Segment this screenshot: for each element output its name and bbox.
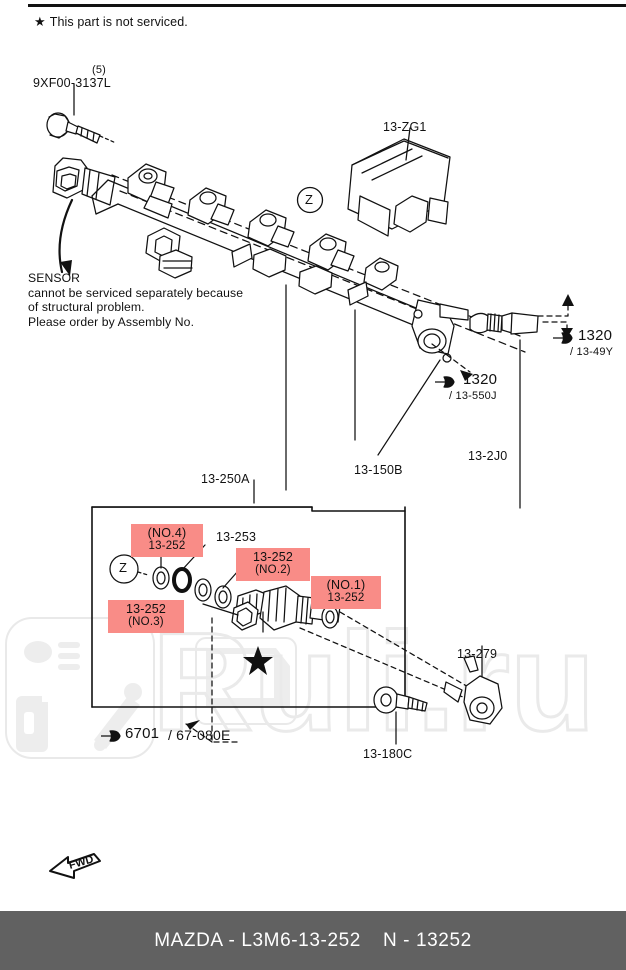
watermark: Ruli.ru	[5, 602, 597, 760]
circle-z-top-ring	[296, 186, 324, 214]
circle-z-top-label: Z	[305, 192, 314, 207]
highlight-no1-note: (NO.1)	[326, 578, 366, 592]
highlight-no1: (NO.1) 13-252	[311, 576, 381, 609]
cover-13-zg1-art	[347, 138, 451, 237]
highlight-no2-note: (NO.2)	[255, 564, 291, 577]
bolt-lower-art	[373, 686, 428, 714]
clip-13-279-art	[443, 655, 503, 725]
sensor-note: SENSOR cannot be serviced separately bec…	[28, 271, 243, 330]
sensor-note-line2: of structural problem.	[28, 300, 145, 315]
clip-inner-part: 13-253	[216, 530, 257, 544]
leader-lines	[73, 83, 521, 745]
highlight-no3-note: (NO.3)	[128, 616, 164, 629]
highlight-no4-note: (NO.4)	[147, 526, 187, 540]
bolt-lower-part: 13-180C	[363, 747, 413, 761]
top-divider	[28, 4, 626, 7]
rail-part: 13-150B	[354, 463, 403, 477]
grommet-right-ref: 1320	[578, 327, 613, 344]
bolt-top-part: 9XF00-3137L	[33, 76, 111, 90]
bolt-top-qty: (5)	[92, 64, 107, 76]
grommet-lower-ref: 1320	[463, 371, 498, 388]
fuel-rail-art	[52, 157, 526, 363]
grommet-right-sub: / 13-49Y	[570, 346, 614, 358]
hand-pointer-icon-lower	[435, 376, 455, 388]
hand-pointer-icon-right	[553, 332, 573, 344]
pipe-part: 13-2J0	[468, 449, 508, 463]
fwd-marker: FWD	[48, 852, 108, 884]
highlight-no4-part: 13-252	[148, 540, 186, 553]
not-serviced-note-text: This part is not serviced.	[49, 15, 188, 29]
oil-ref-sub: / 67-080E	[168, 727, 231, 743]
oil-ref: 6701	[125, 725, 160, 742]
clip-outer-part: 13-279	[457, 647, 498, 661]
bolt-top-art	[46, 112, 117, 144]
highlight-no3: 13-252 (NO.3)	[108, 600, 184, 633]
footer-bar: MAZDA - L3M6-13-252 N - 13252	[0, 911, 626, 970]
highlight-no1-part: 13-252	[327, 592, 365, 605]
hand-pointer-icon-oil	[101, 730, 121, 742]
detail-box-part: 13-250A	[201, 472, 250, 486]
grommet-lower-sub: / 13-550J	[449, 390, 497, 402]
sensor-note-title: SENSOR	[28, 271, 81, 285]
sensor-pointer	[58, 198, 74, 276]
highlight-no4: (NO.4) 13-252	[131, 524, 203, 557]
highlight-no3-part: 13-252	[125, 602, 167, 616]
highlight-no2-part: 13-252	[252, 550, 294, 564]
footer-brand-part: MAZDA - L3M6-13-252	[154, 929, 361, 951]
highlight-no2: 13-252 (NO.2)	[236, 548, 310, 581]
cover-part: 13-ZG1	[383, 120, 427, 134]
sensor-note-line3: Please order by Assembly No.	[28, 314, 195, 329]
circle-z-detail-label: Z	[119, 560, 128, 575]
fwd-arrow-icon: FWD	[49, 853, 101, 879]
star-icon: ★	[34, 14, 46, 29]
not-serviced-note: ★This part is not serviced.	[34, 14, 188, 30]
footer-catalog: N - 13252	[382, 929, 472, 951]
sensor-note-line1: cannot be serviced separately because	[28, 285, 244, 300]
